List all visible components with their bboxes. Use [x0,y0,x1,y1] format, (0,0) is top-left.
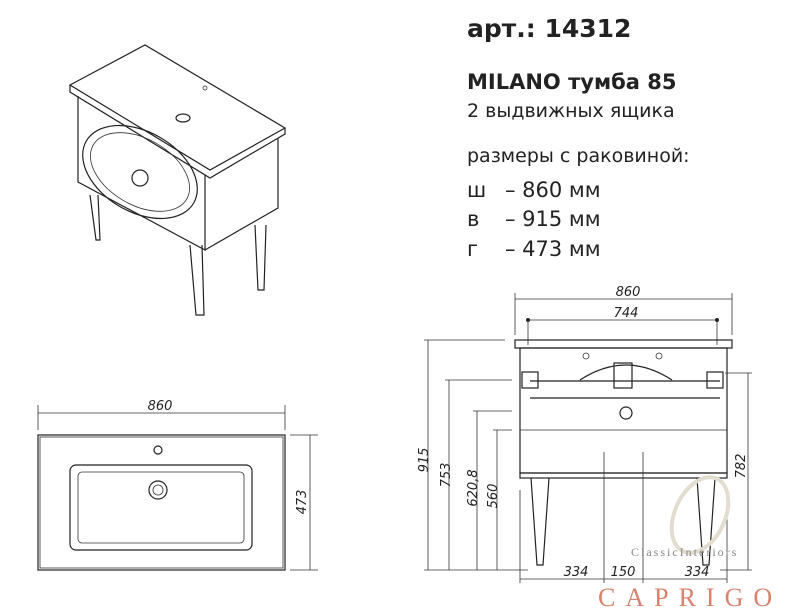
top-depth-label: 473 [295,490,310,515]
size-depth: г– 473 мм [467,237,601,261]
height-753-label: 753 [439,463,454,488]
height-915-label: 915 [417,448,432,473]
size-height: в– 915 мм [467,207,601,231]
top-width-label: 860 [148,399,173,414]
article-number: арт.: 14312 [467,14,632,43]
product-subtitle: 2 выдвижных ящика [467,100,675,122]
front-view: 860 744 915 753 620,8 [417,285,752,583]
height-560-label: 560 [486,484,501,509]
logo-brand: CAPRIGO [598,583,782,609]
logo-tagline: ClassicInteriors [631,545,738,559]
top-view: 860 473 [37,399,318,571]
product-title: MILANO тумба 85 [467,70,677,94]
front-inner-width-label: 744 [614,306,639,321]
height-782-label: 782 [734,454,749,479]
bottom-334-left-label: 334 [564,565,589,580]
caprigo-logo: ClassicInteriors CAPRIGO [598,475,782,609]
size-width: ш– 860 мм [467,178,601,202]
bottom-150-label: 150 [611,565,636,580]
bottom-334-right-label: 334 [685,565,710,580]
isometric-view [68,44,287,316]
height-6208-label: 620,8 [466,469,481,506]
sizes-heading: размеры с раковиной: [467,145,690,167]
front-width-label: 860 [616,285,641,300]
